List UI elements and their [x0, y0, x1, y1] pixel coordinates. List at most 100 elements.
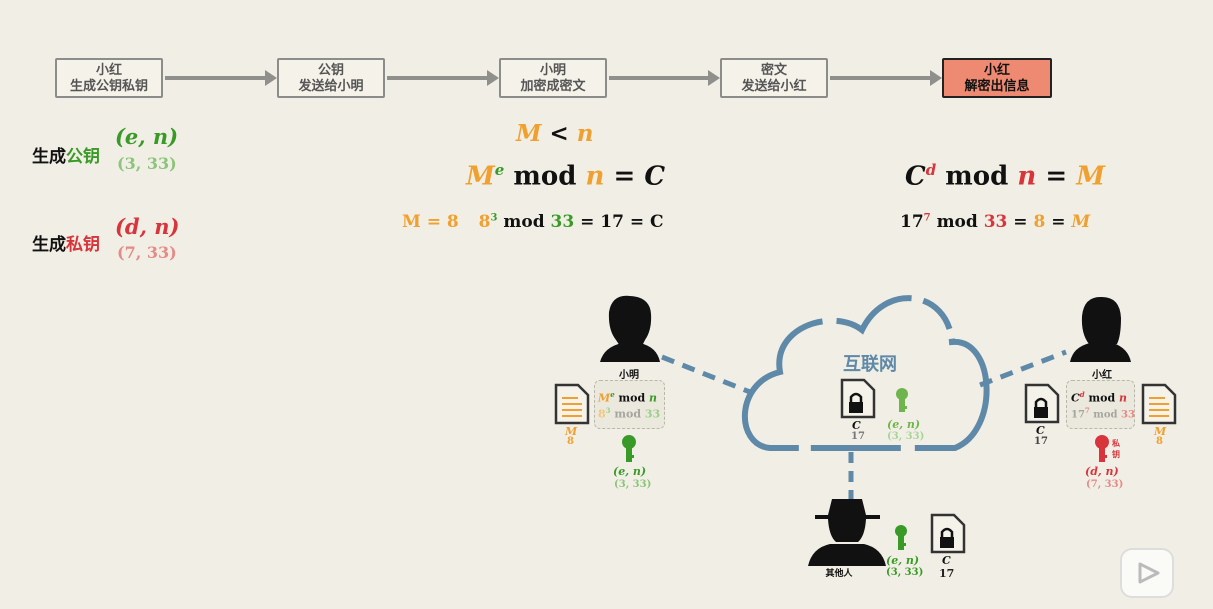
link-xiaoming-cloud: [661, 354, 751, 395]
step-generate-keys: 小红 生成公钥私钥: [55, 58, 163, 98]
step-2-line1: 公钥: [317, 63, 344, 78]
enc-ex-base: 8: [478, 212, 491, 232]
public-key-symbol: (e, n): [115, 124, 179, 149]
eavesdropper-pubkey-symbol: (e, n): [886, 554, 920, 567]
private-word: 私钥: [66, 235, 100, 255]
public-word: 公钥: [66, 147, 100, 167]
dec-ex-n: 33: [983, 212, 1008, 232]
xm-bot-3: 3: [605, 406, 611, 415]
private-key-tag: 私 钥: [1112, 438, 1120, 460]
xiaoming-label: 小明: [619, 370, 639, 381]
xiaoming-pubkey-value: (3, 33): [614, 479, 652, 490]
xiaohong-calc-top: Cd mod n: [1071, 390, 1127, 405]
step-3-line2: 加密成密文: [520, 79, 586, 94]
eavesdropper-cipher-c: C: [942, 554, 951, 567]
xh-top-d: d: [1079, 390, 1085, 399]
cloud-pubkey-value: (3, 33): [887, 431, 925, 442]
xm-bot-8: 8: [598, 407, 606, 421]
xm-top-mod: mod: [618, 391, 646, 405]
private-key-symbol: (d, n): [115, 214, 180, 239]
enc-e: e: [494, 161, 505, 179]
xiaoming-calc-top: Me mod n: [598, 390, 657, 405]
internet-label: 互联网: [843, 354, 897, 375]
cond-n: n: [576, 120, 594, 147]
enc-ex-mod: mod: [503, 212, 545, 232]
gen-prefix-1: 生成: [32, 147, 66, 167]
xiaohong-message-document-icon: [1141, 383, 1177, 425]
xiaoming-doc-m: M: [565, 425, 578, 438]
xiaohong-privkey-symbol: (d, n): [1085, 465, 1119, 478]
eavesdropper-person-icon: [808, 499, 886, 566]
step-5-line1: 小红: [983, 63, 1010, 78]
cloud-cipher-c: C: [852, 419, 861, 432]
private-key-value: (7, 33): [117, 243, 177, 262]
eavesdropper-cipher-17: 17: [939, 567, 955, 580]
dec-c: C: [905, 161, 926, 192]
xiaoming-pubkey-symbol: (e, n): [613, 465, 647, 478]
xh-bot-17: 17: [1071, 409, 1085, 421]
step-1-line1: 小红: [95, 63, 122, 78]
xm-top-m: M: [598, 391, 611, 405]
play-button[interactable]: [1120, 548, 1174, 598]
enc-ex-n: 33: [550, 212, 575, 232]
xiaoming-doc-8: 8: [567, 436, 574, 447]
xiaohong-label: 小红: [1092, 370, 1112, 381]
enc-c: C: [644, 161, 666, 192]
cloud-cipher-document-icon: [840, 378, 876, 419]
step-4-line2: 发送给小红: [741, 79, 807, 94]
cloud-pubkey-symbol: (e, n): [887, 418, 921, 431]
enc-eq: =: [613, 161, 636, 192]
enc-mod: mod: [513, 161, 577, 192]
encryption-formula: Me mod n = C: [466, 161, 665, 192]
cond-m: M: [516, 120, 542, 147]
condition-m-less-n: M < n: [516, 120, 594, 147]
cond-lt: <: [549, 120, 569, 147]
flow-arrow-1: [165, 70, 277, 86]
priv-tag-2: 钥: [1112, 450, 1120, 459]
xiaoming-message-document-icon: [554, 383, 590, 425]
xm-bot-33: 33: [644, 407, 661, 421]
enc-m: M: [466, 161, 495, 192]
eavesdropper-public-key-icon: [895, 525, 907, 550]
xiaohong-privkey-value: (7, 33): [1086, 479, 1124, 490]
dec-ex-eq2: =: [1051, 212, 1066, 232]
xiaohong-doc-m: M: [1154, 425, 1167, 438]
step-2-line2: 发送给小明: [298, 79, 364, 94]
xiaoming-calc-box: Me mod n 83 mod 33: [594, 380, 665, 429]
eavesdropper-cipher-document-icon: [930, 513, 966, 554]
cloud-cipher-17: 17: [851, 431, 865, 442]
step-decrypt: 小红 解密出信息: [942, 58, 1052, 98]
xiaoming-calc-bottom: 83 mod 33: [598, 406, 660, 421]
enc-ex-rest: = 17 = C: [580, 212, 664, 232]
xm-top-n: n: [649, 391, 658, 405]
gen-prefix-2: 生成: [32, 235, 66, 255]
xiaohong-cipher-c: C: [1036, 424, 1045, 437]
decryption-example: 177 mod 33 = 8 = M: [900, 212, 1090, 232]
priv-tag-1: 私: [1112, 439, 1120, 448]
flow-arrow-4: [830, 70, 942, 86]
xiaohong-doc-8: 8: [1156, 436, 1163, 447]
dec-m: M: [1076, 161, 1105, 192]
eavesdropper-pubkey-value: (3, 33): [886, 567, 924, 578]
dec-ex-exp: 7: [923, 212, 931, 224]
xh-top-mod: mod: [1088, 391, 1116, 405]
step-3-line1: 小明: [539, 63, 566, 78]
enc-n: n: [585, 161, 605, 192]
flow-arrow-3: [609, 70, 720, 86]
step-1-line2: 生成公钥私钥: [69, 79, 148, 94]
encryption-example: M = 8 83 mod 33 = 17 = C: [402, 212, 664, 232]
link-cloud-xiaohong: [979, 349, 1067, 388]
xiaohong-cipher-document-icon: [1024, 383, 1060, 424]
xm-bot-mod: mod: [614, 407, 642, 421]
dec-d: d: [925, 161, 937, 179]
xiaohong-person-icon: [1070, 296, 1131, 362]
xh-bot-mod: mod: [1093, 409, 1118, 421]
xiaoming-person-icon: [600, 295, 660, 362]
enc-ex-m: M = 8: [402, 212, 459, 232]
generate-private-key-label: 生成私钥: [32, 230, 100, 255]
dec-ex-8: 8: [1033, 212, 1046, 232]
xh-top-c: C: [1071, 391, 1080, 405]
decryption-formula: Cd mod n = M: [905, 161, 1105, 192]
dec-n: n: [1017, 161, 1037, 192]
